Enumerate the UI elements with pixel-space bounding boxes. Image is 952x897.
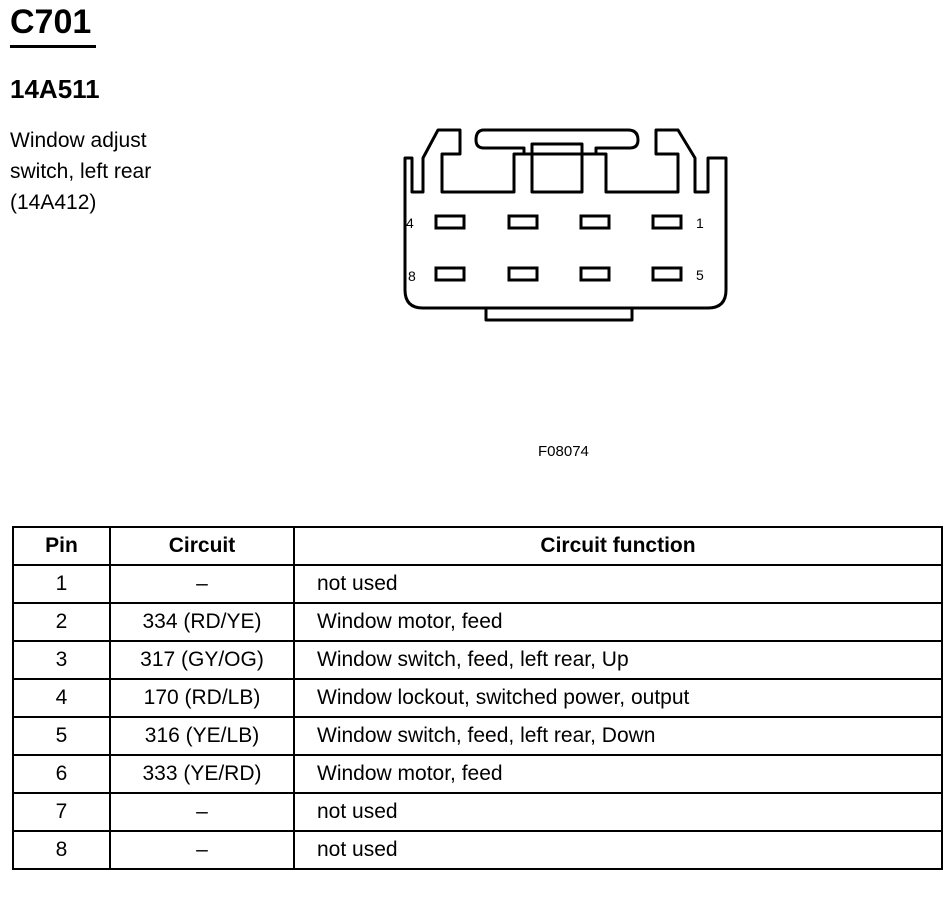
pin-label-5: 5 (696, 267, 704, 283)
bottom-key-tab (484, 308, 634, 322)
pin-cell: 2 (12, 602, 111, 642)
function-cell: not used (293, 792, 943, 832)
table-row: 8 – not used (12, 830, 943, 870)
function-cell: Window motor, feed (293, 754, 943, 794)
table-header-row: Pin Circuit Circuit function (12, 526, 943, 566)
pin-label-1: 1 (696, 215, 704, 231)
function-cell: not used (293, 564, 943, 604)
description-line-3: (14A412) (10, 191, 97, 214)
pin-cell: 1 (12, 564, 111, 604)
circuit-cell: 316 (YE/LB) (109, 716, 295, 756)
table-row: 4 170 (RD/LB) Window lockout, switched p… (12, 678, 943, 718)
part-number: 14A511 (10, 74, 100, 104)
function-cell: not used (293, 830, 943, 870)
cavity-pin-2 (579, 214, 611, 230)
description-line-2: switch, left rear (10, 160, 152, 183)
circuit-cell: – (109, 792, 295, 832)
cavity-pin-3 (507, 214, 539, 230)
pin-cell: 5 (12, 716, 111, 756)
header-function: Circuit function (293, 526, 943, 566)
pin-cell: 4 (12, 678, 111, 718)
connector-face-diagram: 4 1 8 5 (403, 128, 728, 322)
circuit-cell: 334 (RD/YE) (109, 602, 295, 642)
description-line-1: Window adjust (10, 129, 147, 152)
pin-cell: 8 (12, 830, 111, 870)
circuit-cell: – (109, 830, 295, 870)
pin-label-8: 8 (408, 268, 416, 284)
cavity-pin-4 (434, 214, 466, 230)
circuit-cell: 317 (GY/OG) (109, 640, 295, 680)
connector-description: Window adjust switch, left rear (14A412) (10, 125, 250, 218)
cavity-pin-8 (434, 266, 466, 282)
pin-cell: 6 (12, 754, 111, 794)
pin-label-4: 4 (406, 215, 414, 231)
table-row: 6 333 (YE/RD) Window motor, feed (12, 754, 943, 794)
pin-cell: 3 (12, 640, 111, 680)
connector-body-outline (403, 128, 728, 310)
function-cell: Window switch, feed, left rear, Up (293, 640, 943, 680)
table-row: 1 – not used (12, 564, 943, 604)
function-cell: Window motor, feed (293, 602, 943, 642)
table-row: 3 317 (GY/OG) Window switch, feed, left … (12, 640, 943, 680)
table-row: 7 – not used (12, 792, 943, 832)
cavity-pin-7 (507, 266, 539, 282)
cavity-pin-5 (651, 266, 683, 282)
cavity-pin-1 (651, 214, 683, 230)
pinout-table: Pin Circuit Circuit function 1 – not use… (12, 526, 943, 870)
function-cell: Window switch, feed, left rear, Down (293, 716, 943, 756)
circuit-cell: – (109, 564, 295, 604)
pin-cell: 7 (12, 792, 111, 832)
figure-id: F08074 (538, 443, 589, 460)
table-row: 2 334 (RD/YE) Window motor, feed (12, 602, 943, 642)
circuit-cell: 333 (YE/RD) (109, 754, 295, 794)
cavity-pin-6 (579, 266, 611, 282)
table-row: 5 316 (YE/LB) Window switch, feed, left … (12, 716, 943, 756)
center-latch (530, 142, 584, 194)
header-pin: Pin (12, 526, 111, 566)
connector-title: C701 (10, 3, 92, 41)
header-circuit: Circuit (109, 526, 295, 566)
circuit-cell: 170 (RD/LB) (109, 678, 295, 718)
function-cell: Window lockout, switched power, output (293, 678, 943, 718)
title-underline (10, 45, 96, 48)
